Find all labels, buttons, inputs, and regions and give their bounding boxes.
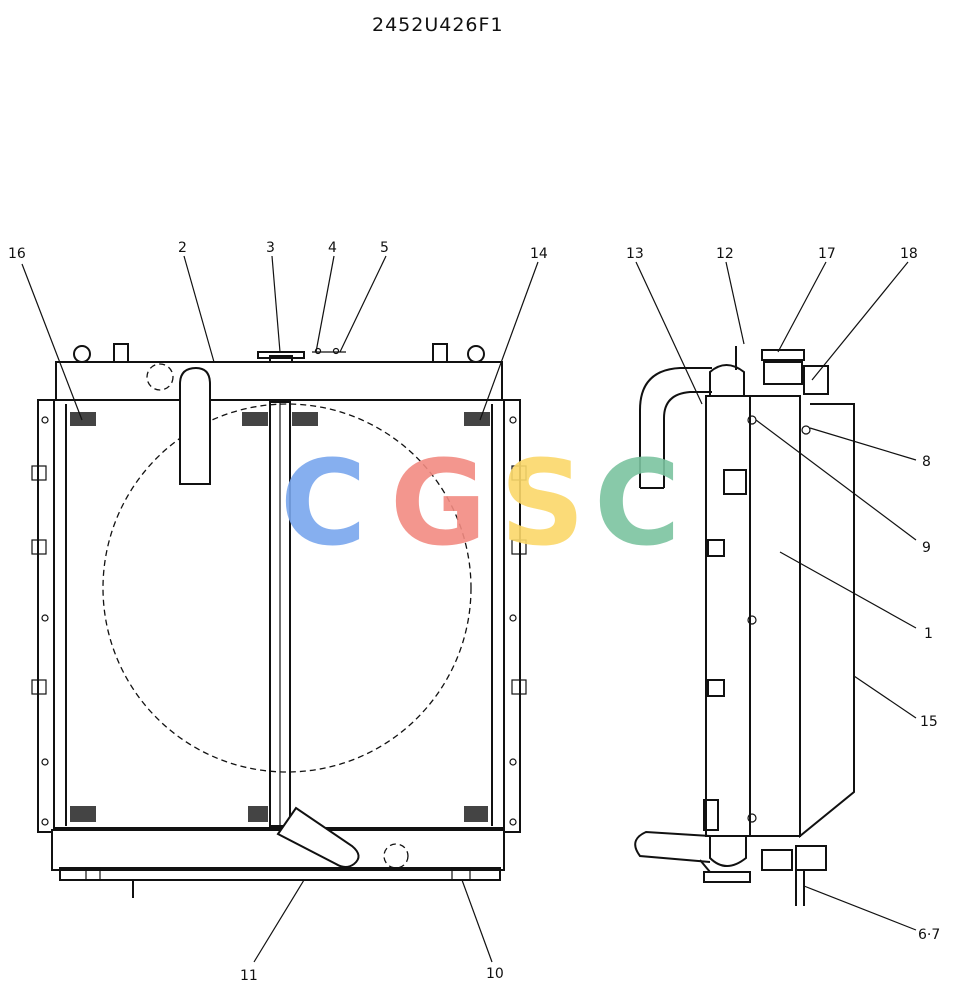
callout-11: 11 [240,968,258,984]
side-view [634,346,855,906]
callout-4: 4 [328,240,337,256]
watermark-letter-c2: C [594,434,681,572]
callout-3: 3 [266,240,275,256]
callout-18: 18 [900,246,918,262]
callout-17: 17 [818,246,836,262]
callout-8: 8 [922,454,931,470]
watermark-letter-s: S [500,434,585,572]
watermark-letter-c1: C [280,434,367,572]
front-view [31,343,527,898]
watermark-letter-g: G [390,434,487,572]
callout-16: 16 [8,246,26,262]
callout-9: 9 [922,540,931,556]
callout-14: 14 [530,246,548,262]
leader-lines [21,255,917,963]
callout-1: 1 [924,626,933,642]
callout-2: 2 [178,240,187,256]
callout-6-7: 6·7 [918,927,940,943]
callout-5: 5 [380,240,389,256]
callout-15: 15 [920,714,938,730]
callout-12: 12 [716,246,734,262]
callout-10: 10 [486,966,504,982]
callout-labels: 16 2 3 4 5 14 13 12 17 18 8 9 1 15 6·7 1… [8,240,940,984]
cgsc-watermark: C G S C [280,434,681,572]
callout-13: 13 [626,246,644,262]
drawing-title: 2452U426F1 [372,14,504,36]
